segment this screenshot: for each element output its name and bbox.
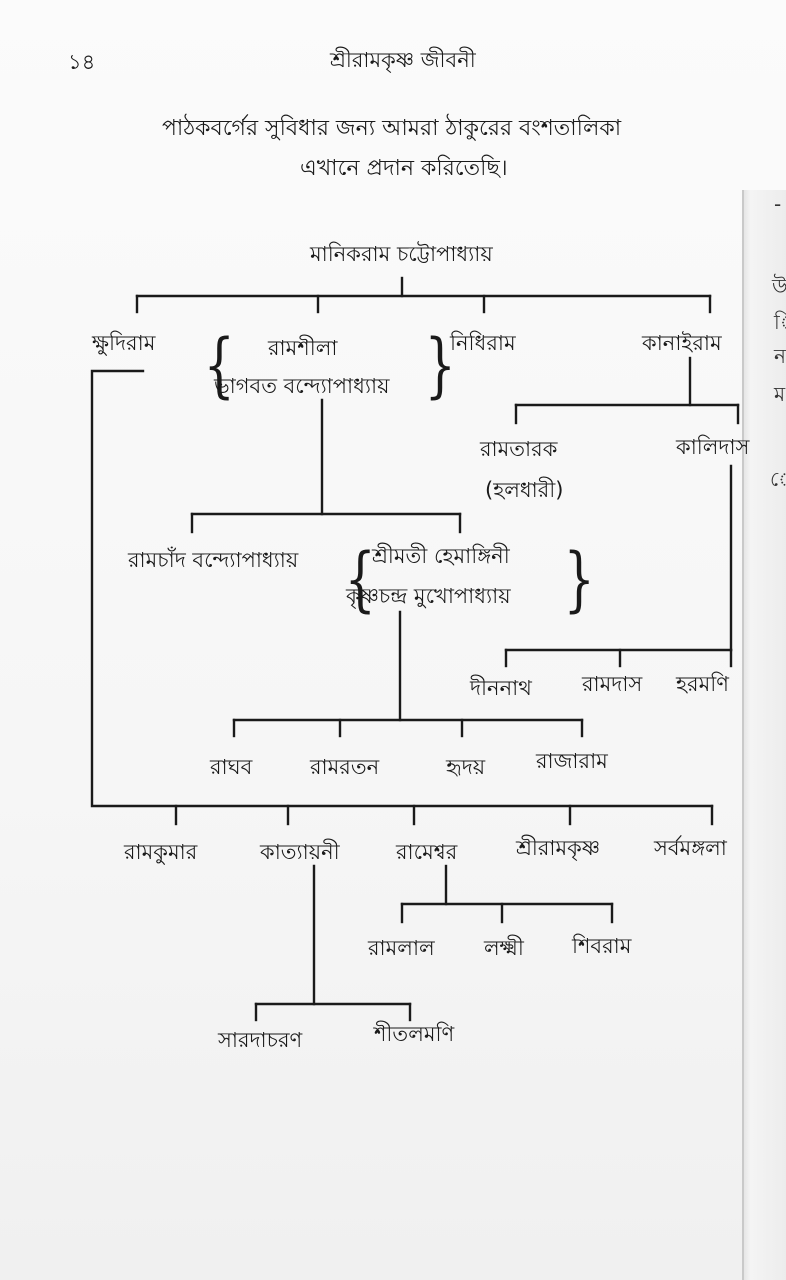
person-haramani: হরমণি <box>676 672 729 696</box>
facing-glyph: উ <box>772 274 786 298</box>
intro-line-2: এখানে প্রদান করিতেছি। <box>300 156 508 181</box>
person-rameswar: রামেশ্বর <box>396 840 458 864</box>
left-brace: { <box>203 324 235 406</box>
person-lakshmi: লক্ষ্মী <box>484 936 524 960</box>
person-raghab: রাঘব <box>210 755 253 779</box>
person-saradacharan: সারদাচরণ <box>218 1028 303 1052</box>
facing-glyph: - <box>774 192 782 216</box>
person-hemangini: শ্রীমতী হেমাঙ্গিনী <box>372 544 510 568</box>
person-hriday: হৃদয় <box>446 755 486 779</box>
person-nidhiram: নিধিরাম <box>450 331 516 355</box>
person-ramtarak: রামতারক <box>480 437 558 461</box>
person-ramkumar: রামকুমার <box>124 840 198 864</box>
page-number: ১৪ <box>68 50 96 74</box>
running-title: শ্রীরামকৃষ্ণ জীবনী <box>330 48 476 72</box>
ancestor-manikram: মানিকরাম চট্টোপাধ্যায় <box>310 242 493 266</box>
facing-glyph: ন <box>774 344 786 368</box>
person-ramlal: রামলাল <box>368 936 435 960</box>
person-ramdas: রামদাস <box>582 672 643 696</box>
person-shitalmani: শীতলমণি <box>374 1022 455 1046</box>
facing-glyph: ম <box>774 382 786 406</box>
left-brace: { <box>344 538 376 620</box>
person-kalidas: কালিদাস <box>676 435 750 459</box>
person-ramratan: রামরতন <box>310 755 380 779</box>
person-dinanath: দীননাথ <box>470 676 532 700</box>
spouse-bhagabat: ভাগবত বন্দ্যোপাধ্যায় <box>214 374 390 398</box>
person-khudiram: ক্ষুদিরাম <box>92 331 156 355</box>
intro-line-1: পাঠকবর্গের সুবিধার জন্য আমরা ঠাকুরের বংশ… <box>162 116 622 141</box>
facing-page-edge: - উ ি ন ম ে <box>742 190 786 1280</box>
facing-glyph: ি <box>774 308 786 341</box>
right-brace: } <box>563 538 595 620</box>
alias-haladhari: (হলধারী) <box>485 478 564 502</box>
person-rajaram: রাজারাম <box>536 749 608 773</box>
person-shibaram: শিবরাম <box>572 934 632 958</box>
person-sriramakrishna: শ্রীরামকৃষ্ণ <box>516 836 601 860</box>
facing-glyph: ে <box>770 467 786 491</box>
person-sarbamangala: সর্বমঙ্গলা <box>654 836 727 860</box>
person-ramchand: রামচাঁদ বন্দ্যোপাধ্যায় <box>128 548 299 572</box>
spouse-krishnachandra: কৃষ্ণচন্দ্র মুখোপাধ্যায় <box>346 584 511 608</box>
person-kanairam: কানাইরাম <box>642 331 722 355</box>
person-ramshila: রামশীলা <box>268 336 338 360</box>
person-katyayani: কাত্যায়নী <box>260 840 340 864</box>
right-brace: } <box>424 324 456 406</box>
